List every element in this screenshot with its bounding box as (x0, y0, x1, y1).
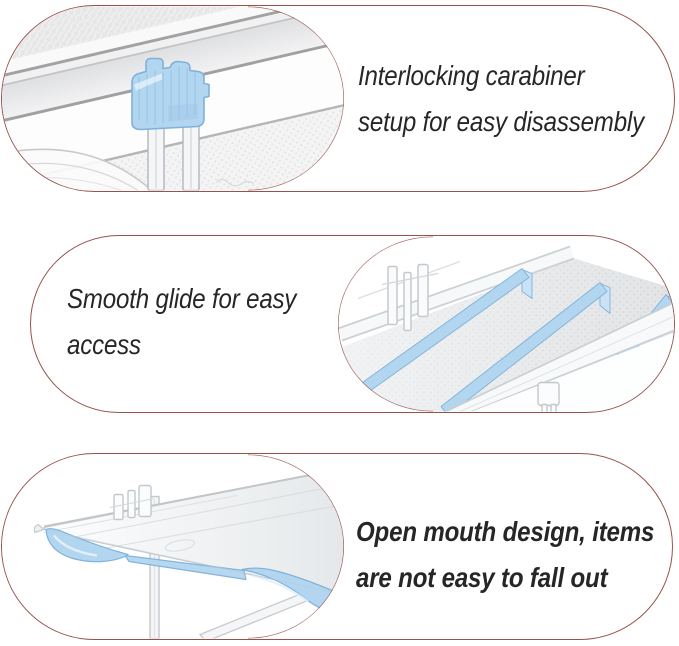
clear-sheet-corner (2, 148, 153, 191)
front-rail-clip (537, 381, 560, 412)
feature-section-smooth-glide: Smooth glide for easy access (30, 235, 675, 413)
feature-caption-open-mouth: Open mouth design, items are not easy to… (356, 509, 654, 601)
drawer-front-rail (445, 301, 674, 412)
feature-section-open-mouth: Open mouth design, items are not easy to… (1, 453, 673, 640)
blue-carabiner-clip (131, 57, 210, 131)
caption-line: access (67, 329, 141, 360)
caption-line: setup for easy disassembly (358, 106, 644, 137)
clear-prongs (147, 121, 200, 191)
corner-clips (381, 263, 439, 332)
caption-line: Smooth glide for easy (67, 283, 297, 314)
feature-section-carabiner: Interlocking carabiner setup for easy di… (1, 5, 675, 192)
caption-line: are not easy to fall out (356, 562, 608, 593)
back-rail-clips (109, 484, 155, 521)
open-mouth-shelf-photo (2, 454, 344, 639)
caption-line: Interlocking carabiner (358, 60, 585, 91)
feature-caption-carabiner: Interlocking carabiner setup for easy di… (358, 53, 644, 145)
carabiner-clip-photo (2, 6, 344, 191)
drawer-dividers-photo (338, 236, 674, 412)
feature-caption-smooth-glide: Smooth glide for easy access (67, 276, 296, 368)
blue-front-lips (45, 528, 338, 614)
clear-shelf (33, 467, 344, 596)
caption-line: Open mouth design, items (356, 516, 655, 547)
